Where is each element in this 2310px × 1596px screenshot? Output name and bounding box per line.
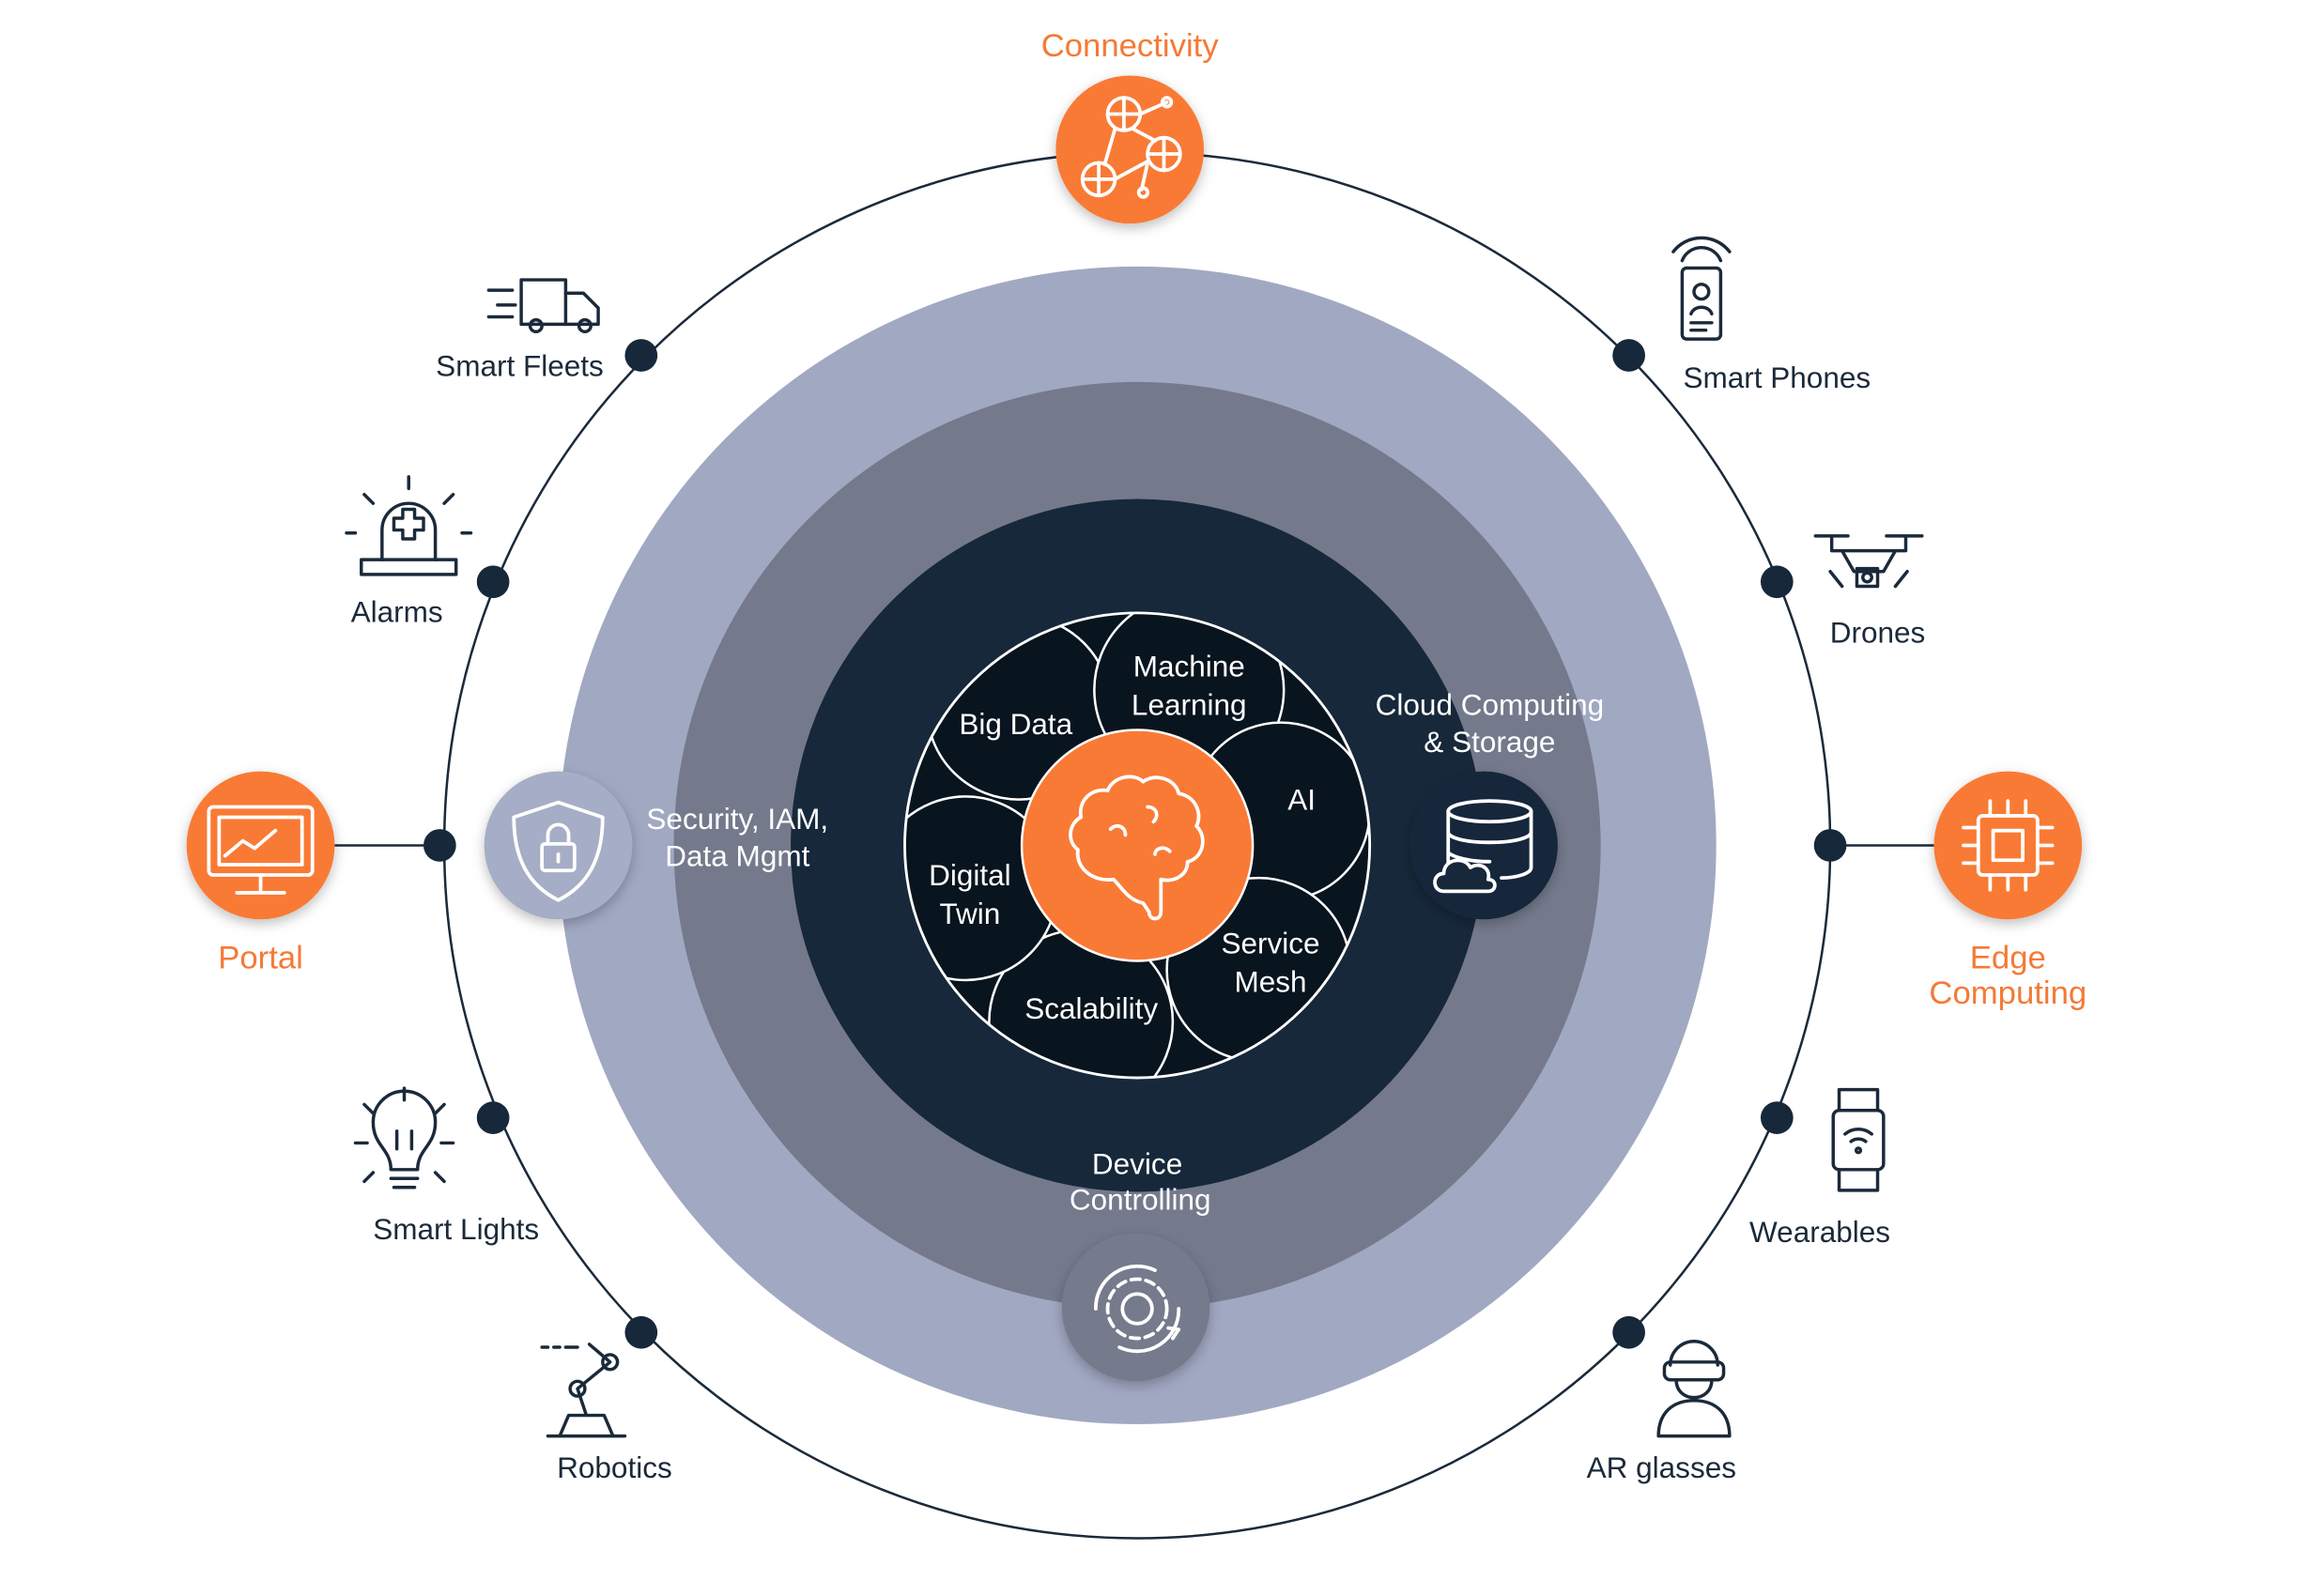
core-outline	[903, 611, 1372, 1080]
drone-icon	[1813, 534, 1924, 589]
label-digital-twin-1: Digital	[929, 858, 1011, 892]
label-portal: Portal	[218, 940, 303, 975]
edge-computing-node[interactable]	[1933, 771, 2083, 920]
dot-smart-phones	[1612, 339, 1645, 372]
dot-smart-fleets	[624, 339, 658, 372]
label-device-2: Controlling	[1070, 1182, 1211, 1216]
label-smart-fleets: Smart Fleets	[436, 349, 604, 383]
robot-arm-icon	[540, 1343, 627, 1438]
dot-ar-glasses	[1612, 1315, 1645, 1349]
label-edge-1: Edge	[1970, 940, 2046, 975]
label-robotics: Robotics	[557, 1450, 672, 1484]
smartwatch-icon	[1831, 1087, 1886, 1192]
dot-drones	[1760, 565, 1794, 599]
label-cloud-1: Cloud Computing	[1376, 688, 1605, 722]
chip-icon	[1962, 799, 2055, 892]
label-drones: Drones	[1830, 615, 1926, 649]
label-security-1: Security, IAM,	[646, 802, 828, 836]
truck-icon	[486, 278, 600, 334]
label-big-data: Big Data	[959, 707, 1072, 741]
dot-robotics	[624, 1315, 658, 1349]
label-edge-2: Computing	[1929, 975, 2087, 1011]
dot-portal	[424, 829, 456, 862]
shield-lock-icon	[512, 800, 605, 902]
label-machine-learning-1: Machine	[1133, 650, 1245, 683]
cloud-node	[1409, 771, 1558, 920]
lightbulb-icon	[353, 1086, 455, 1189]
label-wearables: Wearables	[1749, 1215, 1890, 1249]
device-node	[1061, 1233, 1210, 1382]
alarm-siren-icon	[345, 475, 473, 576]
smartphone-icon	[1671, 236, 1732, 341]
dot-wearables	[1760, 1101, 1794, 1134]
network-globe-icon	[1080, 96, 1182, 199]
label-cloud-2: & Storage	[1424, 725, 1555, 759]
brain-icon	[1069, 775, 1205, 921]
label-security-2: Data Mgmt	[665, 839, 809, 873]
dot-edge	[1813, 829, 1847, 862]
gear-cycle-icon	[1094, 1264, 1181, 1354]
label-service-mesh-1: Service	[1221, 927, 1319, 960]
ar-headset-icon	[1656, 1340, 1732, 1438]
label-alarms: Alarms	[351, 594, 443, 628]
dot-smart-lights	[476, 1101, 510, 1134]
label-device-1: Device	[1092, 1147, 1182, 1181]
label-machine-learning-2: Learning	[1132, 688, 1247, 722]
label-ar-glasses: AR glasses	[1587, 1450, 1736, 1484]
label-service-mesh-2: Mesh	[1234, 965, 1306, 999]
label-smart-lights: Smart Lights	[373, 1212, 539, 1246]
label-smart-phones: Smart Phones	[1683, 361, 1871, 394]
label-ai: AI	[1287, 783, 1316, 817]
label-digital-twin-2: Twin	[939, 897, 1000, 930]
label-connectivity: Connectivity	[1041, 28, 1220, 64]
database-cloud-icon	[1433, 799, 1533, 894]
label-scalability: Scalability	[1024, 991, 1158, 1025]
connectivity-node[interactable]	[1055, 75, 1205, 224]
brain-node	[1020, 729, 1255, 962]
monitor-chart-icon	[207, 805, 315, 895]
dot-alarms	[476, 565, 510, 599]
